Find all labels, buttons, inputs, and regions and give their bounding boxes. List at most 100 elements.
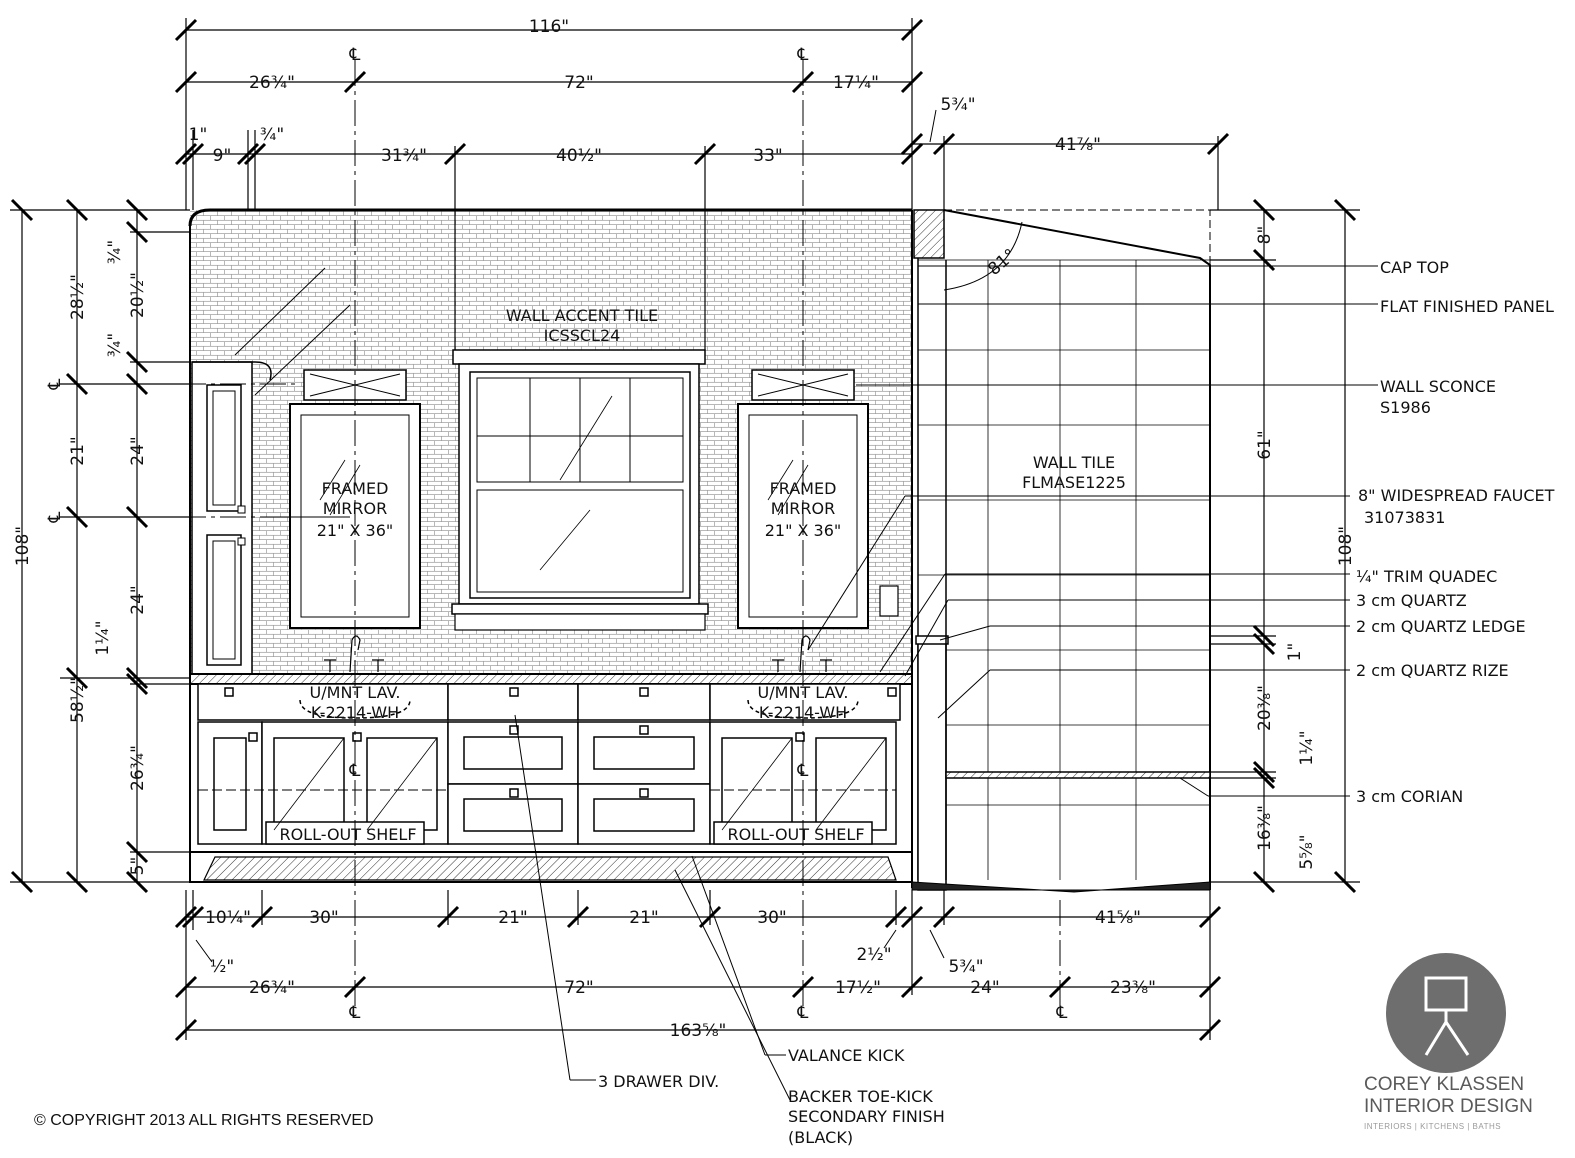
dimension-ticks [10,18,1357,1042]
wall-tile-code: FLMASE1225 [1022,473,1126,492]
dim-label: 72" [564,978,593,998]
dim-label: 5⅝" [1297,834,1317,869]
callout-backer-color: (BLACK) [788,1128,853,1147]
right-shelf-label: ROLL-OUT SHELF [727,825,864,844]
dim-label: 108" [13,526,33,566]
callout-sconce-code: S1986 [1380,398,1431,417]
right-mirror-size: 21" X 36" [765,521,842,540]
window [451,349,709,631]
leader-lines [195,109,1378,1101]
inner-labels: WALL ACCENT TILE ICSSCL24 FRAMED MIRROR … [279,306,1125,844]
copyright-text: © COPYRIGHT 2013 ALL RIGHTS RESERVED [34,1112,374,1129]
left-mirror-size: 21" X 36" [317,521,394,540]
dim-label: 16⅜" [1255,805,1275,851]
dim-label: 20½" [128,272,148,318]
callout-backer-finish: SECONDARY FINISH [788,1107,945,1126]
callout-valance: VALANCE KICK [788,1046,905,1065]
dim-label: 5¾" [940,95,975,115]
dim-label: 40½" [556,146,602,166]
dim-label: 21" [629,908,658,928]
callout-faucet-code: 31073831 [1364,508,1445,527]
callouts-bottom: VALANCE KICK 3 DRAWER DIV. BACKER TOE-KI… [598,1046,945,1147]
angle-label: 81° [984,245,1020,280]
accent-tile-label: WALL ACCENT TILE [506,306,658,325]
dim-label: 21" [68,436,88,465]
dim-label: 24" [128,436,148,465]
dim-label: ¾" [260,125,284,145]
centerline-icon: ℄ [349,761,361,781]
dim-label: 30" [757,908,786,928]
dim-label: 24" [128,585,148,614]
left-lav-code: K-2214-WH [311,703,399,722]
dim-label: ¾" [105,333,125,357]
callout-corian: 3 cm CORIAN [1356,787,1463,806]
vanity [189,683,913,853]
logo-name-line2: INTERIOR DESIGN [1364,1096,1533,1117]
wall-tile-label: WALL TILE [1033,453,1115,472]
centerline-icon: ℄ [349,45,361,65]
left-mirror-label: FRAMED [322,479,389,498]
callout-wall-sconce: WALL SCONCE [1380,377,1496,396]
right-mirror-label: FRAMED [770,479,837,498]
dim-label: ½" [210,957,234,977]
centerline-icon: ℄ [797,761,809,781]
dim-label: 10¼" [205,908,251,928]
dim-label: 41⅝" [1095,908,1141,928]
right-lav-label: U/MNT LAV. [758,683,849,702]
logo-name: COREY KLASSEN INTERIOR DESIGN [1364,1074,1534,1118]
centerline-symbols: ℄ ℄ ℄ ℄ ℄ ℄ ℄ ℄ ℄ [45,45,1068,1023]
callout-trim: ¼" TRIM QUADEC [1356,567,1497,586]
logo-name-line1: COREY KLASSEN [1364,1074,1525,1095]
dim-overall-top: 116" [529,17,569,37]
centerline-icon: ℄ [1056,1003,1068,1023]
dim-label: 1¼" [1297,730,1317,765]
dim-label: 28½" [68,274,88,320]
callout-quartz: 3 cm QUARTZ [1356,591,1467,610]
dim-label: 58½" [68,677,88,723]
centerline-icon: ℄ [45,511,65,523]
dim-label: 26¾" [249,73,295,93]
centerline-icon: ℄ [797,1003,809,1023]
callout-faucet: 8" WIDESPREAD FAUCET [1358,486,1555,505]
dim-label: 41⅞" [1055,135,1101,155]
dim-label: 8" [1255,226,1275,245]
callout-drawer: 3 DRAWER DIV. [598,1072,719,1091]
left-shelf-label: ROLL-OUT SHELF [279,825,416,844]
dim-label: 30" [309,908,338,928]
dim-label: 72" [564,73,593,93]
side-wall [911,209,1211,893]
dim-label: 5¾" [948,957,983,977]
dim-label: 33" [753,146,782,166]
linen-tower [191,361,272,679]
outlet [879,585,899,617]
dim-label: 31¾" [381,146,427,166]
right-mirror-label: MIRROR [771,499,835,518]
dim-label: 5" [128,857,148,876]
dim-label: 24" [970,978,999,998]
callouts-right: CAP TOP FLAT FINISHED PANEL WALL SCONCE … [1356,258,1555,806]
centerline-icon: ℄ [349,1003,361,1023]
toe-kick [189,851,913,883]
left-mirror-label: MIRROR [323,499,387,518]
right-lav-code: K-2214-WH [759,703,847,722]
callout-cap-top: CAP TOP [1380,258,1449,277]
dim-label: 2½" [856,945,891,965]
dim-label: 9" [213,146,232,166]
logo-tagline: INTERIORS | KITCHENS | BATHS [1364,1122,1502,1131]
dim-label: 17¼" [833,73,879,93]
dim-label: 26¾" [128,745,148,791]
dim-label: 20⅜" [1255,685,1275,731]
dim-label: 21" [498,908,527,928]
callout-quartz-rize: 2 cm QUARTZ RIZE [1356,661,1509,680]
centerline-icon: ℄ [797,45,809,65]
callout-flat-panel: FLAT FINISHED PANEL [1380,297,1554,316]
dim-label: 17½" [835,978,881,998]
dim-label: 26¾" [249,978,295,998]
accent-tile-code: ICSSCL24 [544,326,621,345]
callout-quartz-ledge: 2 cm QUARTZ LEDGE [1356,617,1526,636]
dim-overall-bottom: 163⅝" [670,1021,727,1041]
dim-label: 1" [1285,643,1305,662]
dim-label: ¾" [105,240,125,264]
logo-mark [1386,953,1506,1073]
